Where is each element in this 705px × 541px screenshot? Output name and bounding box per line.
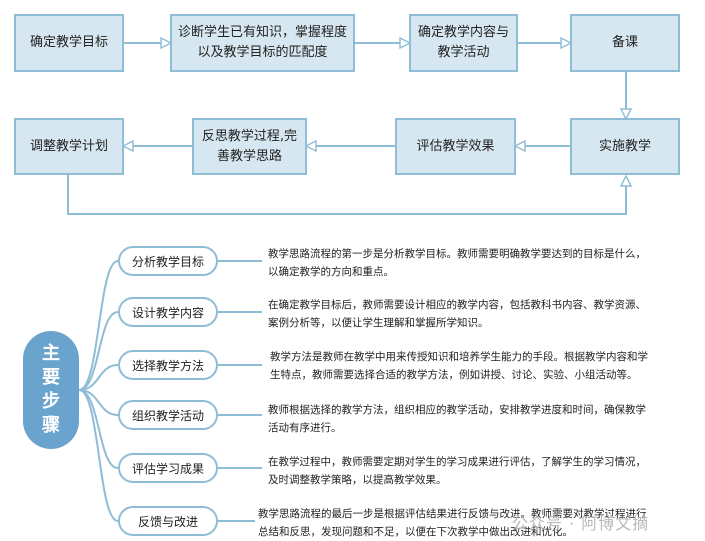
mindmap-desc-4: 教师根据选择的教学方法，组织相应的教学活动，安排教学进度和时间，确保教学活动有序… bbox=[268, 404, 646, 434]
flow-step-adjust-plan: 调整教学计划 bbox=[14, 118, 124, 175]
mindmap-item-design-content: 设计教学内容 bbox=[118, 297, 218, 327]
branch-6 bbox=[78, 389, 119, 522]
mindmap-desc-3: 教学方法是教师在教学中用来传授知识和培养学生能力的手段。根据教学内容和学生特点，… bbox=[270, 351, 648, 381]
flow-step-implement: 实施教学 bbox=[570, 118, 680, 175]
mindmap-center: 主要步骤 bbox=[23, 331, 79, 449]
mindmap-desc-1: 教学思路流程的第一步是分析教学目标。教师需要明确教学要达到的目标是什么，以确定教… bbox=[268, 248, 646, 278]
mindmap-center-label: 主要步骤 bbox=[42, 343, 60, 436]
mindmap-connectors bbox=[78, 260, 262, 522]
arrow-loop-back bbox=[67, 175, 626, 215]
mindmap-item-assess-outcomes: 评估学习成果 bbox=[118, 453, 218, 483]
mindmap-item-choose-methods: 选择教学方法 bbox=[118, 350, 218, 380]
flow-step-prepare-lessons: 备课 bbox=[570, 14, 680, 72]
branch-3 bbox=[78, 364, 119, 391]
mindmap-item-organize-activities: 组织教学活动 bbox=[118, 400, 218, 430]
branch-1 bbox=[78, 260, 119, 391]
flow-step-diagnose-knowledge: 诊断学生已有知识，掌握程度以及教学目标的匹配度 bbox=[170, 14, 355, 72]
branch-2 bbox=[78, 311, 119, 391]
mindmap-item-analyze-goals: 分析教学目标 bbox=[118, 246, 218, 276]
mindmap-desc-2: 在确定教学目标后，教师需要设计相应的教学内容，包括教科书内容、教学资源、案例分析… bbox=[268, 299, 646, 329]
flow-step-define-goals: 确定教学目标 bbox=[14, 14, 124, 72]
mindmap-item-feedback-improve: 反馈与改进 bbox=[118, 506, 218, 536]
flow-step-define-content: 确定教学内容与教学活动 bbox=[409, 14, 518, 72]
flowchart-connectors bbox=[67, 0, 705, 215]
mindmap-desc-5: 在教学过程中，教师需要定期对学生的学习成果进行评估，了解学生的学习情况，及时调整… bbox=[268, 456, 646, 486]
watermark: 公众号 · 阿博文摘 bbox=[512, 514, 650, 533]
flow-step-reflect: 反思教学过程,完善教学思路 bbox=[192, 118, 307, 175]
flow-step-evaluate-effect: 评估教学效果 bbox=[395, 118, 516, 175]
mindmap-desc-6: 教学思路流程的最后一步是根据评估结果进行反馈与改进。教师需要对教学过程进行总结和… bbox=[258, 508, 647, 538]
